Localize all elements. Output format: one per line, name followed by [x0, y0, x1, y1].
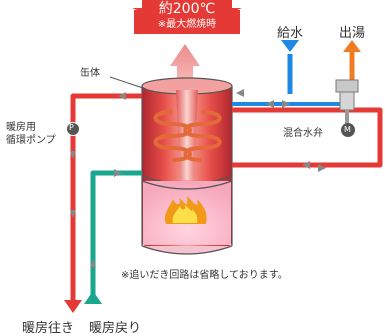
mixing-valve-symbol: M: [344, 125, 351, 134]
return-pipe: [90, 170, 142, 304]
pump-label-line1: 暖房用: [6, 122, 36, 133]
heating-out-arrow: [64, 300, 82, 313]
temperature-banner: [132, 0, 242, 34]
heating-out-label: 暖房往き: [22, 321, 75, 336]
flame-icon: [164, 196, 207, 224]
banner-note: ※最大燃焼時: [157, 19, 217, 30]
mixing-valve-motor: [341, 123, 355, 137]
hot-water-label: 出湯: [339, 26, 366, 41]
mixing-valve-label: 混合水弁: [283, 128, 323, 139]
heating-return-label: 暖房戻り: [89, 321, 142, 336]
heating-return-arrow: [84, 291, 102, 304]
up-arrow-icon: [170, 44, 200, 78]
banner-temperature: 約200℃: [158, 1, 216, 17]
water-supply-arrow: [281, 40, 299, 52]
pump-icon: [66, 122, 80, 136]
pump-symbol: P: [69, 123, 74, 132]
hot-water-arrow: [343, 40, 361, 52]
valve-icon: [335, 79, 359, 126]
footnote: ※追いだき回路は省略しております。: [121, 270, 288, 281]
heat-exchanger-coil: [153, 110, 222, 162]
can-body-label: 缶体: [80, 68, 100, 79]
can-body-leader: [109, 76, 147, 90]
flow-arrows: [70, 89, 326, 267]
water-supply-label: 給水: [277, 26, 304, 41]
pump-label-line2: 循環ポンプ: [6, 135, 56, 146]
